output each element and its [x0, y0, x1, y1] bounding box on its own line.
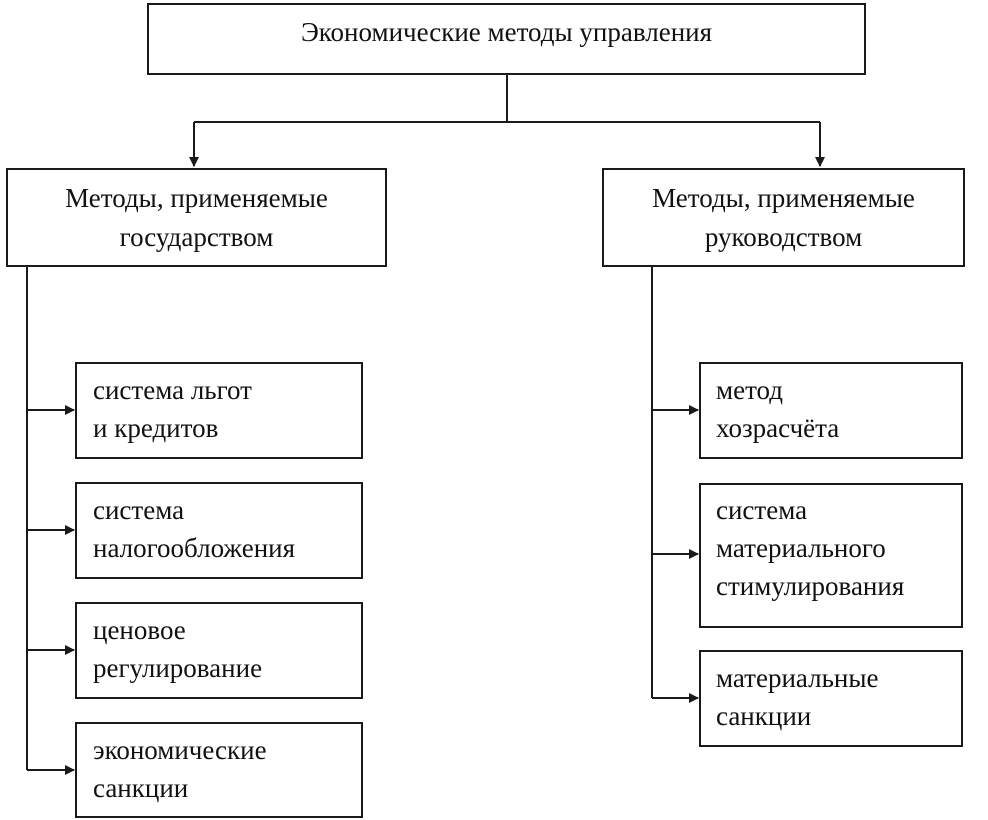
management-item-3-line2: санкции: [716, 701, 812, 731]
management-item-2-line3: стимулирования: [716, 571, 905, 601]
state-methods-title-line1: Методы, применяемые: [65, 183, 328, 213]
management-item-box-3: [699, 650, 963, 747]
management-item-box-2: [699, 483, 963, 628]
management-methods-title-line1: Методы, применяемые: [652, 183, 915, 213]
state-item-3-line2: регулирование: [93, 653, 263, 683]
management-item-3-line1: материальные: [716, 663, 879, 693]
state-item-1-line2: и кредитов: [93, 413, 219, 443]
state-item-box-3: [75, 602, 363, 699]
state-methods-box: [6, 168, 387, 267]
root-box: [147, 3, 866, 75]
state-item-4-line2: санкции: [93, 773, 189, 803]
state-item-4-line1: экономические: [93, 735, 267, 765]
management-item-1-line2: хозрасчёта: [716, 413, 840, 443]
management-item-box-1: [699, 362, 963, 459]
management-methods-box: [602, 168, 965, 267]
management-item-2-line1: система: [716, 495, 808, 525]
management-item-2-line2: материального: [716, 533, 886, 563]
root-label: Экономические методы управления: [300, 17, 713, 47]
state-item-2-line2: налогообложения: [93, 533, 296, 563]
state-item-2-line1: система: [93, 495, 185, 525]
management-item-1-line1: метод: [716, 375, 783, 405]
state-item-box-1: [75, 362, 363, 459]
state-methods-title-line2: государством: [119, 222, 274, 252]
state-item-1-line1: система льгот: [93, 375, 252, 405]
state-item-box-4: [75, 722, 363, 818]
state-item-box-2: [75, 482, 363, 579]
state-item-3-line1: ценовое: [93, 615, 186, 645]
management-methods-title-line2: руководством: [704, 222, 863, 252]
